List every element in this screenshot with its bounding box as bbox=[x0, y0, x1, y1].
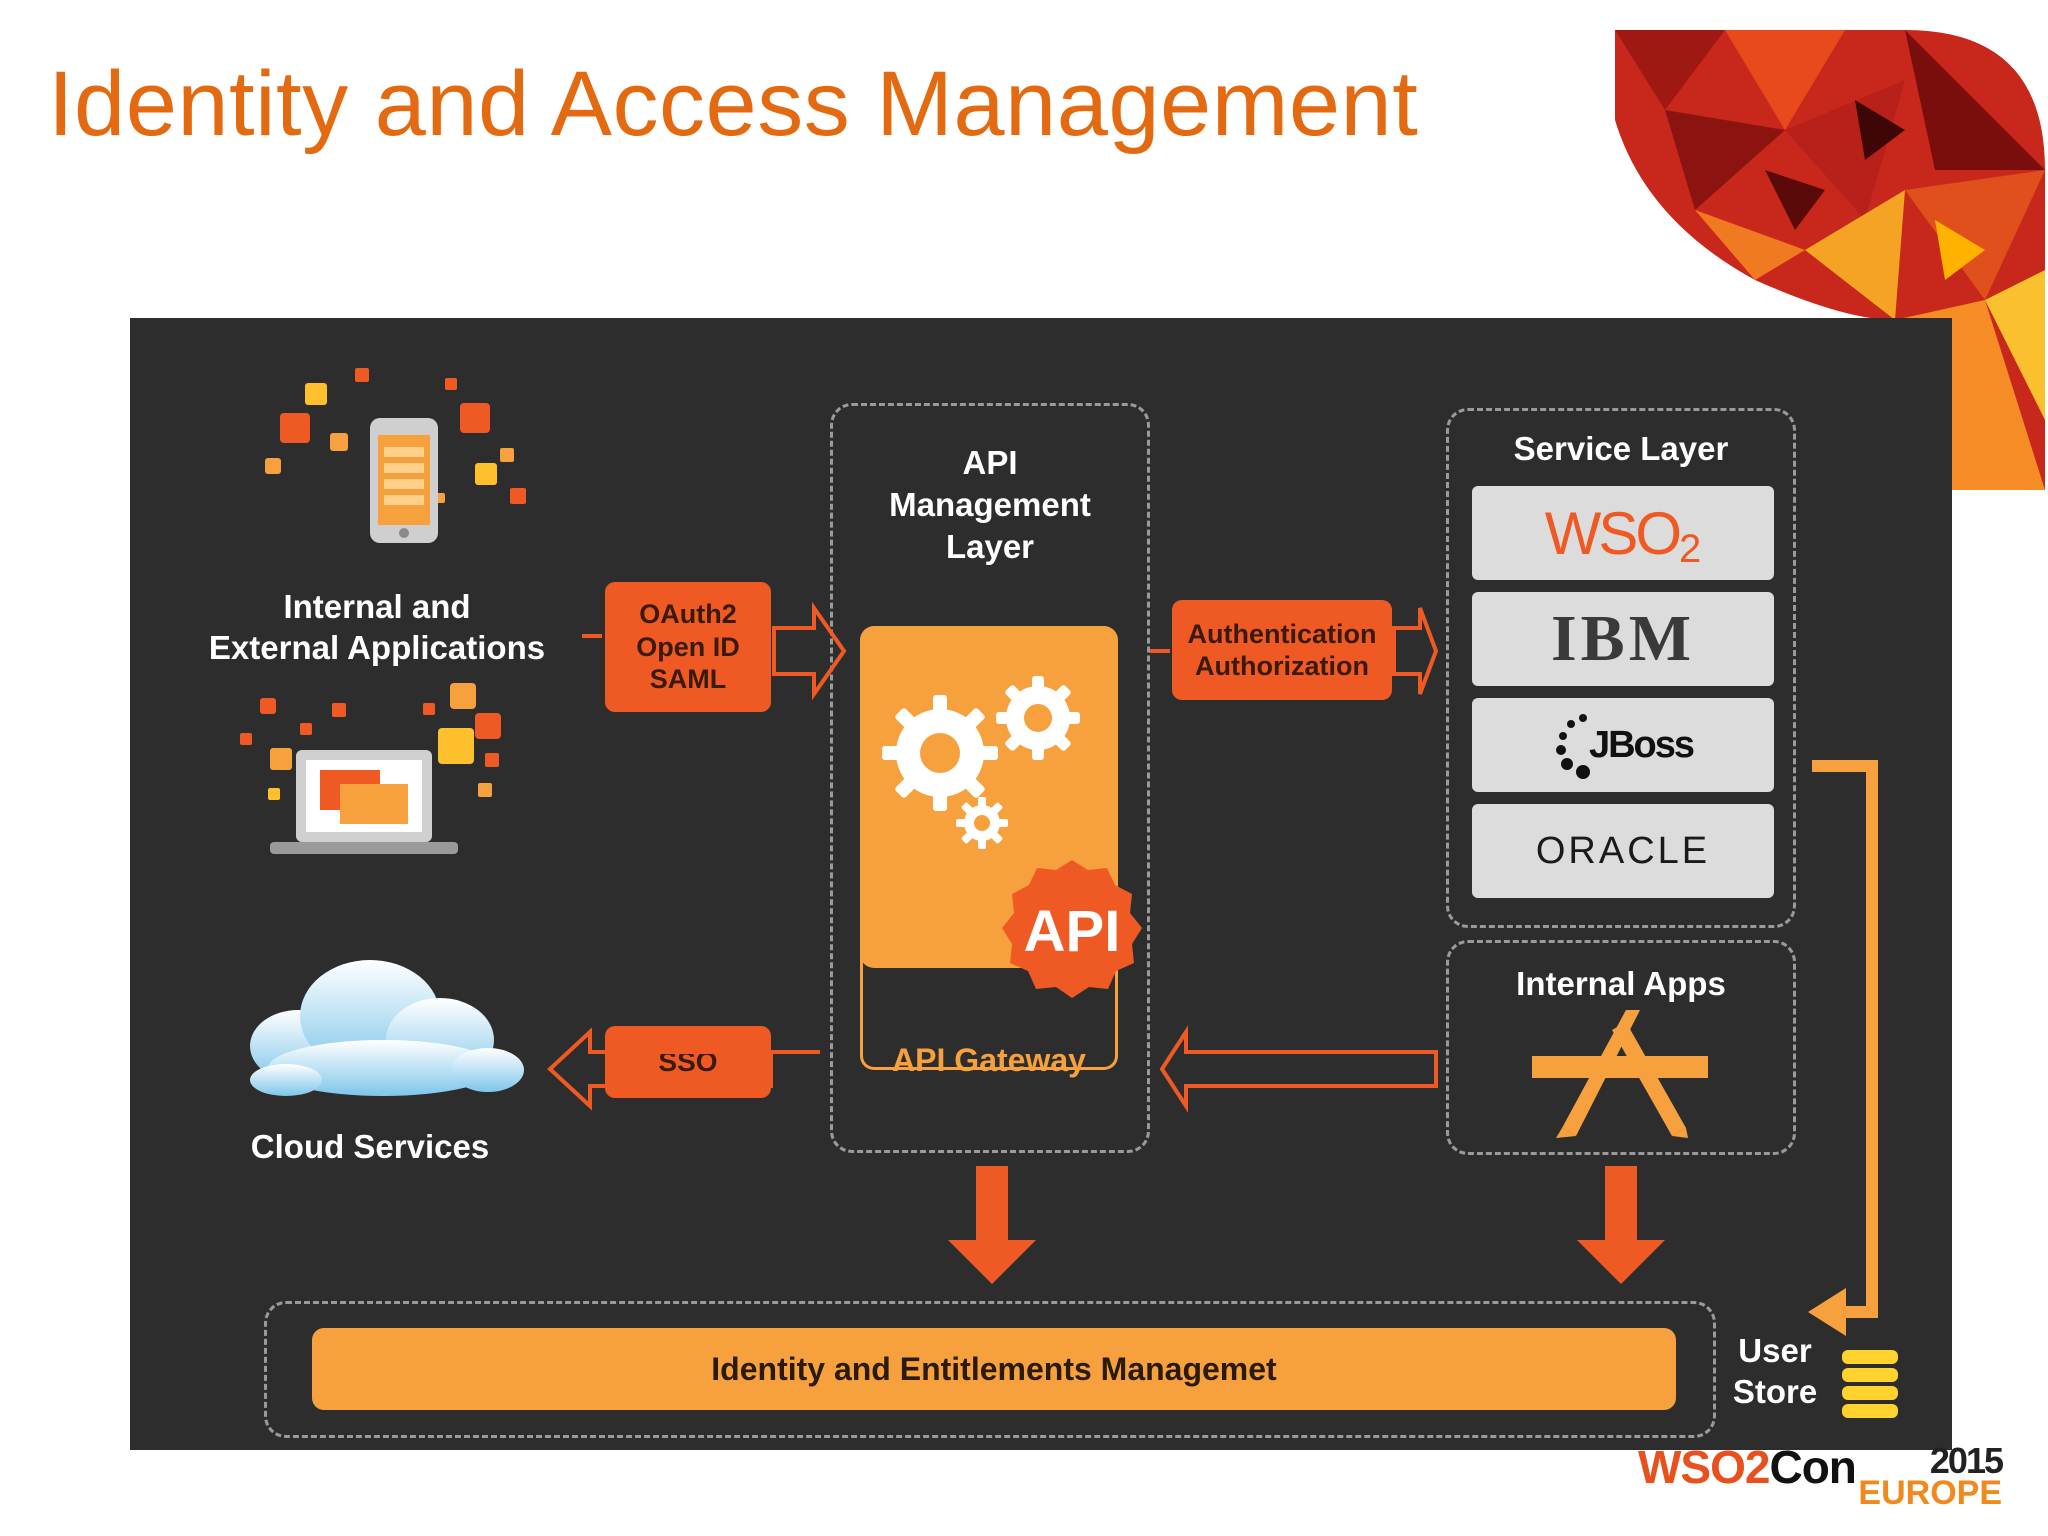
jboss-dots-icon bbox=[1555, 714, 1590, 779]
wso2con-region: EUROPE bbox=[1858, 1474, 2002, 1512]
app-store-icon bbox=[1532, 1010, 1708, 1138]
database-icon bbox=[1842, 1350, 1898, 1418]
arrow-api-down bbox=[948, 1166, 1036, 1284]
user-store-line1: User bbox=[1738, 1332, 1812, 1369]
con-brand-part: Con bbox=[1769, 1441, 1856, 1493]
user-store-label: User Store bbox=[1720, 1330, 1830, 1413]
wso2con-brand: WSO2Con bbox=[1638, 1440, 1857, 1494]
user-store-line2: Store bbox=[1732, 1373, 1818, 1411]
mobile-app-icon bbox=[265, 368, 526, 543]
saml-label: SAML bbox=[649, 664, 727, 695]
apps-label: Internal and External Applications bbox=[202, 586, 552, 669]
wso2-logo-sub: 2 bbox=[1679, 526, 1702, 571]
cloud-services-label: Cloud Services bbox=[250, 1128, 490, 1165]
arrow-auth-to-service bbox=[1392, 607, 1439, 695]
slide-title: Identity and Access Management bbox=[48, 53, 1419, 155]
wso2con-year: 2015 bbox=[1929, 1440, 2004, 1481]
api-badge-text: API bbox=[1023, 899, 1121, 964]
api-gateway-label: API Gateway bbox=[892, 1042, 1086, 1078]
identity-entitlements-bar: Identity and Entitlements Managemet bbox=[312, 1328, 1676, 1410]
identity-entitlements-label: Identity and Entitlements Managemet bbox=[711, 1350, 1277, 1387]
wso2con-logo: WSO2Con 2015 EUROPE bbox=[1636, 1440, 2006, 1516]
vendor-wso2: WSO 2 bbox=[1472, 486, 1774, 580]
authentication-label: Authentication bbox=[1187, 618, 1377, 649]
protocols-box: OAuth2 Open ID SAML bbox=[605, 582, 771, 712]
arrow-service-to-userstore bbox=[1812, 760, 1878, 1318]
sso-box: SSO bbox=[605, 1026, 771, 1098]
vendor-oracle: ORACLE bbox=[1472, 804, 1774, 898]
oracle-logo-text: ORACLE bbox=[1535, 829, 1711, 872]
api-gateway-frame bbox=[860, 948, 1118, 1070]
ibm-logo-text: IBM bbox=[1551, 602, 1695, 675]
wso2-logo-text: WSO bbox=[1544, 499, 1682, 567]
service-layer-title: Service Layer bbox=[1513, 430, 1729, 467]
oauth2-label: OAuth2 bbox=[639, 599, 737, 630]
apps-label-line2: External Applications bbox=[208, 629, 546, 667]
api-layer-title-line3: Layer bbox=[945, 528, 1035, 566]
vendor-jboss: JBoss bbox=[1472, 698, 1774, 792]
gears-icon bbox=[882, 676, 1080, 849]
service-layer bbox=[1446, 408, 1796, 928]
api-layer-title-line2: Management bbox=[889, 486, 1091, 524]
internal-apps-title: Internal Apps bbox=[1516, 965, 1726, 1002]
arrow-internal-apps-down bbox=[1577, 1166, 1665, 1284]
auth-box: Authentication Authorization bbox=[1172, 600, 1392, 700]
authorization-label: Authorization bbox=[1195, 651, 1369, 681]
api-layer-title-line1: API bbox=[962, 444, 1018, 481]
iam-architecture-diagram: Internal and External Applications OAuth… bbox=[130, 318, 1952, 1450]
wso2-brand-part: WSO2 bbox=[1638, 1441, 1770, 1493]
identity-layer bbox=[264, 1301, 1716, 1438]
cloud-icon bbox=[250, 960, 524, 1096]
apps-label-line1: Internal and bbox=[283, 588, 471, 625]
sso-label: SSO bbox=[658, 1046, 718, 1078]
arrow-internal-to-gateway bbox=[1159, 1025, 1438, 1113]
laptop-app-icon bbox=[240, 683, 501, 854]
api-badge-icon bbox=[1002, 860, 1142, 998]
internal-apps-layer bbox=[1446, 940, 1796, 1155]
api-management-layer bbox=[830, 403, 1150, 1153]
api-layer-title: API Management Layer bbox=[830, 442, 1150, 569]
jboss-logo-text: JBoss bbox=[1588, 723, 1695, 766]
vendor-ibm: IBM bbox=[1472, 592, 1774, 686]
openid-label: Open ID bbox=[636, 631, 740, 662]
